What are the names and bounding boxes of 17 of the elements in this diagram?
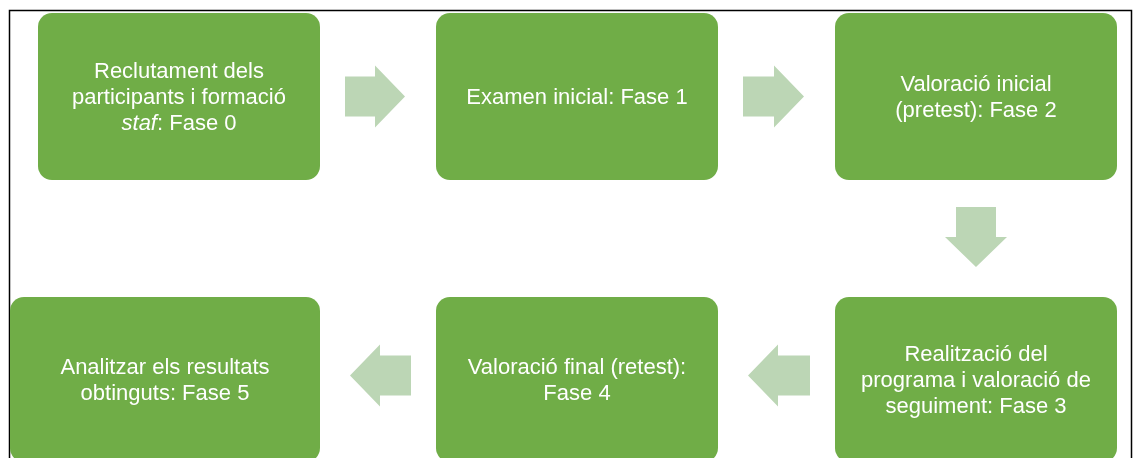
phase-text: Examen inicial: Fase 1	[466, 83, 688, 110]
block-arrow	[945, 207, 1007, 267]
phase-text: Valoració inicial (pretest): Fase 2	[894, 70, 1058, 123]
phase-text: Valoració final (retest): Fase 4	[466, 353, 688, 406]
process-box	[436, 13, 718, 180]
block-arrow	[350, 344, 411, 407]
block-arrow	[345, 65, 405, 128]
phase-text: Realització del programa i valoració de seguiment: Fase 3	[860, 340, 1092, 419]
block-arrow	[748, 344, 810, 407]
phase-text: Analitzar els resultats obtinguts: Fase 5	[59, 353, 271, 406]
process-box	[835, 13, 1117, 180]
phase-text: Reclutament dels participants i formació staf: Fase 0	[71, 57, 287, 136]
process-box	[835, 297, 1117, 458]
process-box	[38, 13, 320, 180]
block-arrow	[743, 65, 804, 128]
process-box	[436, 297, 718, 458]
process-box	[10, 297, 320, 458]
